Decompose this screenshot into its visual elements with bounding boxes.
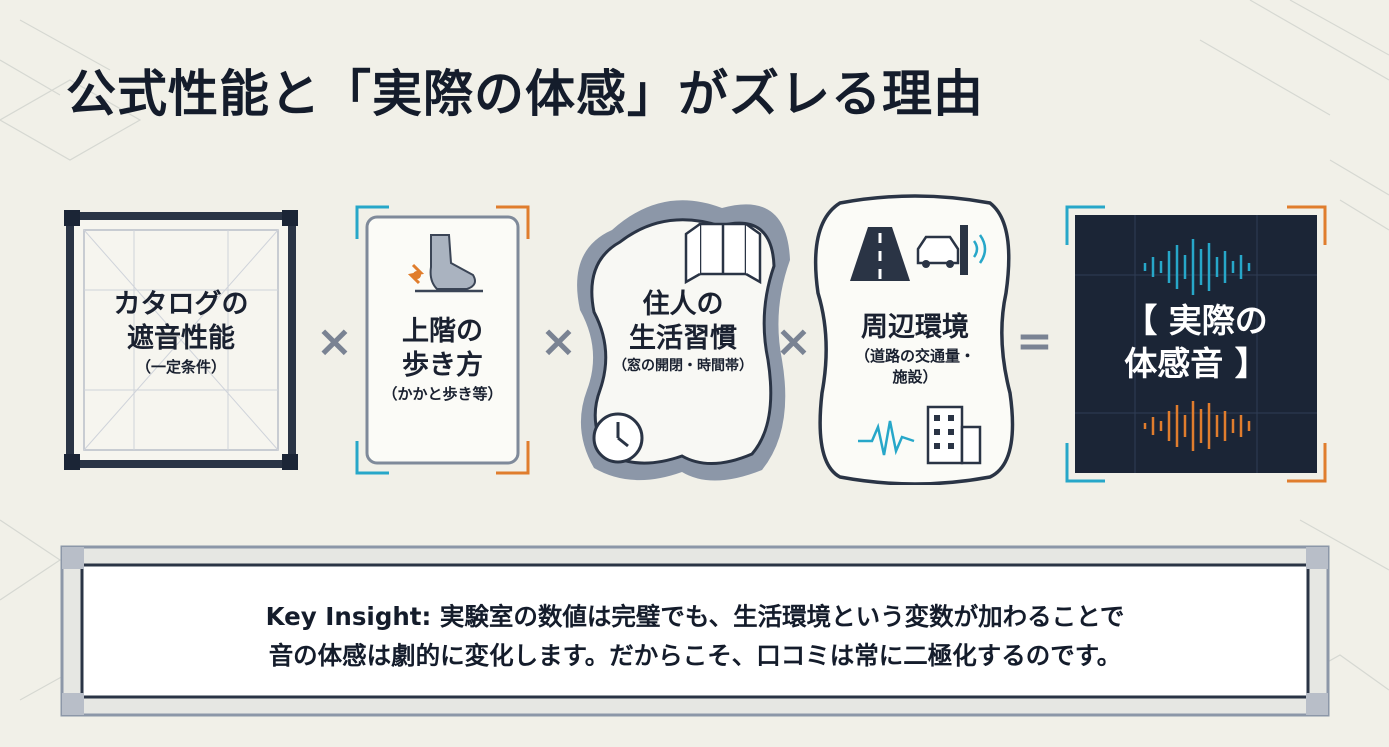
habits-blob [577, 200, 790, 481]
result-title-2: 体感音 】 [1124, 343, 1268, 383]
window-icon [684, 222, 762, 285]
walking-sub: （かかと歩き等） [382, 384, 503, 403]
environment-sub-2: 施設） [892, 367, 938, 386]
result-title-1: 【 実際の [1124, 301, 1268, 340]
car-icon [916, 225, 968, 275]
times-operator: × [316, 316, 353, 367]
blueprint-frame [64, 210, 298, 470]
cyan-waveform-icon [1143, 239, 1251, 295]
times-operator: × [775, 316, 812, 367]
orange-waveform-icon [1143, 401, 1251, 451]
walking-title-1: 上階の [402, 316, 483, 347]
environment-sub-1: （道路の交通量・ [854, 346, 975, 365]
key-insight-box: Key Insight: 実験室の数値は完璧でも、生活環境という変数が加わること… [60, 545, 1330, 717]
environment-frame [813, 194, 1015, 485]
result-frame [1065, 205, 1327, 483]
page-title: 公式性能と「実際の体感」がズレる理由 [66, 65, 984, 123]
walking-panel: 上階の 歩き方 （かかと歩き等） [355, 205, 530, 475]
walking-title-2: 歩き方 [402, 349, 483, 381]
catalog-title-1: カタログの [113, 289, 249, 320]
habits-sub: （窓の開閉・時間帯） [613, 357, 753, 374]
habits-title-1: 住人の [642, 289, 724, 320]
times-operator: × [540, 316, 577, 367]
sound-wave-icon [972, 234, 987, 264]
clock-icon [592, 412, 644, 464]
habits-title-2: 生活習慣 [629, 322, 737, 354]
walking-frame [355, 205, 530, 475]
road-icon [850, 227, 910, 281]
foot-impact-icon [407, 234, 483, 293]
insight-line-2: 音の体感は劇的に変化します。だからこそ、口コミは常に二極化するのです。 [268, 641, 1122, 671]
result-panel: 【 実際の 体感音 】 [1065, 205, 1327, 483]
equals-operator: = [1016, 316, 1053, 367]
environment-title: 周辺環境 [861, 312, 969, 343]
habits-panel: 住人の 生活習慣 （窓の開閉・時間帯） [572, 190, 794, 490]
audio-waveform-icon [858, 420, 915, 456]
catalog-panel: カタログの 遮音性能 （一定条件） [64, 210, 298, 470]
catalog-sub: （一定条件） [135, 357, 226, 376]
environment-panel: 周辺環境 （道路の交通量・ 施設） [810, 193, 1020, 485]
insight-line-1: Key Insight: 実験室の数値は完璧でも、生活環境という変数が加わること… [265, 602, 1125, 631]
insight-frame [60, 545, 1330, 717]
catalog-title-2: 遮音性能 [127, 322, 235, 354]
building-icon [926, 405, 982, 465]
